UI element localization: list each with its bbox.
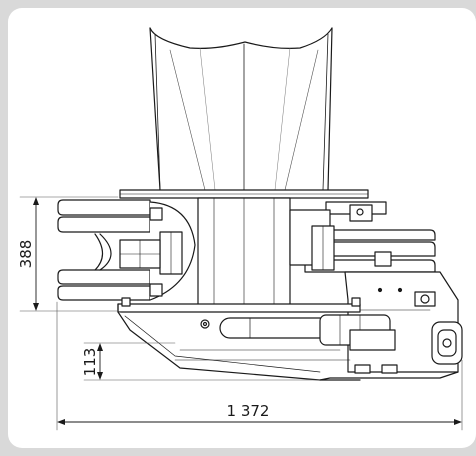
right-roller-assembly <box>289 201 436 273</box>
base-frame <box>117 297 459 381</box>
dimension-113 <box>83 342 321 381</box>
left-roller-assembly <box>57 199 196 301</box>
dimension-label-388: 388 <box>17 240 35 269</box>
drawing-frame: 388 113 1 372 <box>8 8 476 448</box>
dimension-label-113: 113 <box>81 348 99 377</box>
dimension-label-1372: 1 372 <box>227 402 270 420</box>
funnel <box>149 27 333 191</box>
dimension-388 <box>19 196 119 312</box>
central-drum <box>119 189 369 307</box>
technical-drawing: 388 113 1 372 <box>17 27 463 431</box>
dimension-1372 <box>56 301 463 431</box>
